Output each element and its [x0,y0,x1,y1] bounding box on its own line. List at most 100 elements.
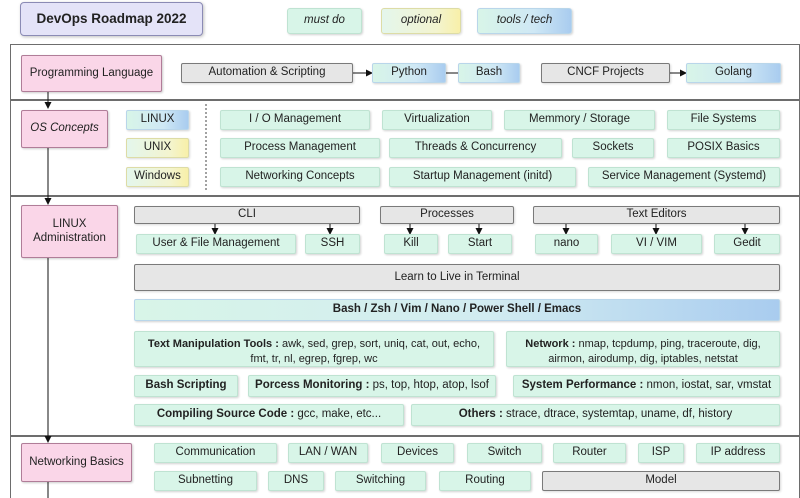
editor-nano-label: nano [553,237,580,250]
legend-optional-label: optional [400,14,442,27]
roadmap-title: DevOps Roadmap 2022 [20,2,203,36]
net-ip-address[interactable]: IP address [696,443,780,463]
editor-vi-vim[interactable]: VI / VIM [611,234,702,254]
concept-sockets[interactable]: Sockets [572,138,654,158]
python[interactable]: Python [372,63,446,83]
editor-nano[interactable]: nano [535,234,598,254]
process-monitoring-list: ps, top, htop, atop, lsof [369,379,489,392]
ssh[interactable]: SSH [305,234,360,254]
automation-scripting[interactable]: Automation & Scripting [181,63,353,83]
network-tools[interactable]: Network : nmap, tcpdump, ping, tracerout… [506,331,780,367]
concept-label: Virtualization [404,113,470,126]
cncf-projects[interactable]: CNCF Projects [541,63,670,83]
net-item-label: Routing [465,474,505,487]
golang[interactable]: Golang [686,63,781,83]
net-router[interactable]: Router [553,443,626,463]
net-item-label: Router [572,446,607,459]
legend-tools-tech: tools / tech [477,8,572,34]
category-programming-language[interactable]: Programming Language [21,55,162,92]
os-linux[interactable]: LINUX [126,110,189,130]
concept-io-management[interactable]: I / O Management [220,110,370,130]
concept-label: Service Management (Systemd) [601,170,767,183]
automation-scripting-label: Automation & Scripting [208,66,326,79]
os-unix-label: UNIX [143,141,172,154]
net-switch[interactable]: Switch [467,443,542,463]
user-file-management-label: User & File Management [152,237,280,250]
category-linux-administration-label: LINUX Administration [33,218,106,244]
net-subnetting[interactable]: Subnetting [154,471,257,491]
concept-file-systems[interactable]: File Systems [667,110,780,130]
category-os-concepts-label: OS Concepts [30,122,99,135]
bash-scripting-label: Bash Scripting [145,379,227,392]
net-item-label: IP address [710,446,766,459]
kill[interactable]: Kill [384,234,438,254]
group-processes[interactable]: Processes [380,206,514,224]
legend-must-do: must do [287,8,362,34]
net-item-label: Subnetting [178,474,233,487]
compiling-source-code-title: Compiling Source Code : [156,408,295,421]
other-tools[interactable]: Others : strace, dtrace, systemtap, unam… [411,404,780,426]
os-unix[interactable]: UNIX [126,138,189,158]
net-switching[interactable]: Switching [335,471,426,491]
process-monitoring[interactable]: Porcess Monitoring : ps, top, htop, atop… [248,375,496,397]
start-label: Start [467,237,493,250]
group-cli[interactable]: CLI [134,206,360,224]
editor-vi-vim-label: VI / VIM [636,237,677,250]
bash[interactable]: Bash [458,63,520,83]
concept-process-management[interactable]: Process Management [220,138,380,158]
bash-scripting[interactable]: Bash Scripting [134,375,238,397]
system-performance[interactable]: System Performance : nmon, iostat, sar, … [513,375,780,397]
net-item-label: Switching [355,474,406,487]
text-manipulation-tools[interactable]: Text Manipulation Tools : awk, sed, grep… [134,331,494,367]
user-file-management[interactable]: User & File Management [136,234,296,254]
net-isp[interactable]: ISP [638,443,684,463]
concept-posix-basics[interactable]: POSIX Basics [667,138,780,158]
group-processes-label: Processes [420,208,474,221]
concept-startup-management[interactable]: Startup Management (initd) [389,167,576,187]
concept-virtualization[interactable]: Virtualization [382,110,492,130]
editor-gedit[interactable]: Gedit [714,234,780,254]
concept-label: I / O Management [248,113,342,126]
cncf-projects-label: CNCF Projects [567,66,644,79]
net-model-label: Model [645,474,677,487]
concept-label: Threads & Concurrency [414,141,537,154]
net-communication[interactable]: Communication [154,443,277,463]
concept-threads-concurrency[interactable]: Threads & Concurrency [389,138,562,158]
category-os-concepts[interactable]: OS Concepts [21,110,108,148]
net-item-label: Switch [487,446,522,459]
start[interactable]: Start [448,234,512,254]
bash-label: Bash [475,66,503,79]
os-windows-label: Windows [134,170,181,183]
net-dns[interactable]: DNS [268,471,324,491]
os-windows[interactable]: Windows [126,167,189,187]
net-model[interactable]: Model [542,471,780,491]
network-tools-list: nmap, tcpdump, ping, traceroute, dig, ai… [548,338,761,365]
net-item-label: DNS [283,474,309,487]
group-text-editors[interactable]: Text Editors [533,206,780,224]
process-monitoring-title: Porcess Monitoring : [255,379,370,392]
system-performance-title: System Performance : [521,379,644,392]
learn-terminal[interactable]: Learn to Live in Terminal [134,264,780,291]
shells-editors[interactable]: Bash / Zsh / Vim / Nano / Power Shell / … [134,299,780,321]
net-item-label: LAN / WAN [298,446,358,459]
net-routing[interactable]: Routing [439,471,531,491]
group-text-editors-label: Text Editors [626,208,687,221]
net-devices[interactable]: Devices [381,443,454,463]
net-item-label: Communication [175,446,256,459]
category-programming-language-label: Programming Language [29,66,154,79]
shells-editors-label: Bash / Zsh / Vim / Nano / Power Shell / … [332,303,582,316]
other-tools-title: Others : [458,408,503,421]
compiling-source-code[interactable]: Compiling Source Code : gcc, make, etc..… [134,404,404,426]
concept-memory-storage[interactable]: Memmory / Storage [504,110,655,130]
group-cli-label: CLI [238,208,256,221]
concept-networking[interactable]: Networking Concepts [220,167,380,187]
category-networking-basics[interactable]: Networking Basics [21,443,132,482]
category-linux-administration[interactable]: LINUX Administration [21,205,118,258]
legend-must-do-label: must do [304,14,345,27]
concept-label: Process Management [244,141,356,154]
text-manipulation-tools-title: Text Manipulation Tools : [147,338,279,350]
concept-label: Memmory / Storage [529,113,630,126]
concept-service-management[interactable]: Service Management (Systemd) [588,167,780,187]
net-lan-wan[interactable]: LAN / WAN [288,443,368,463]
os-linux-label: LINUX [140,113,175,126]
